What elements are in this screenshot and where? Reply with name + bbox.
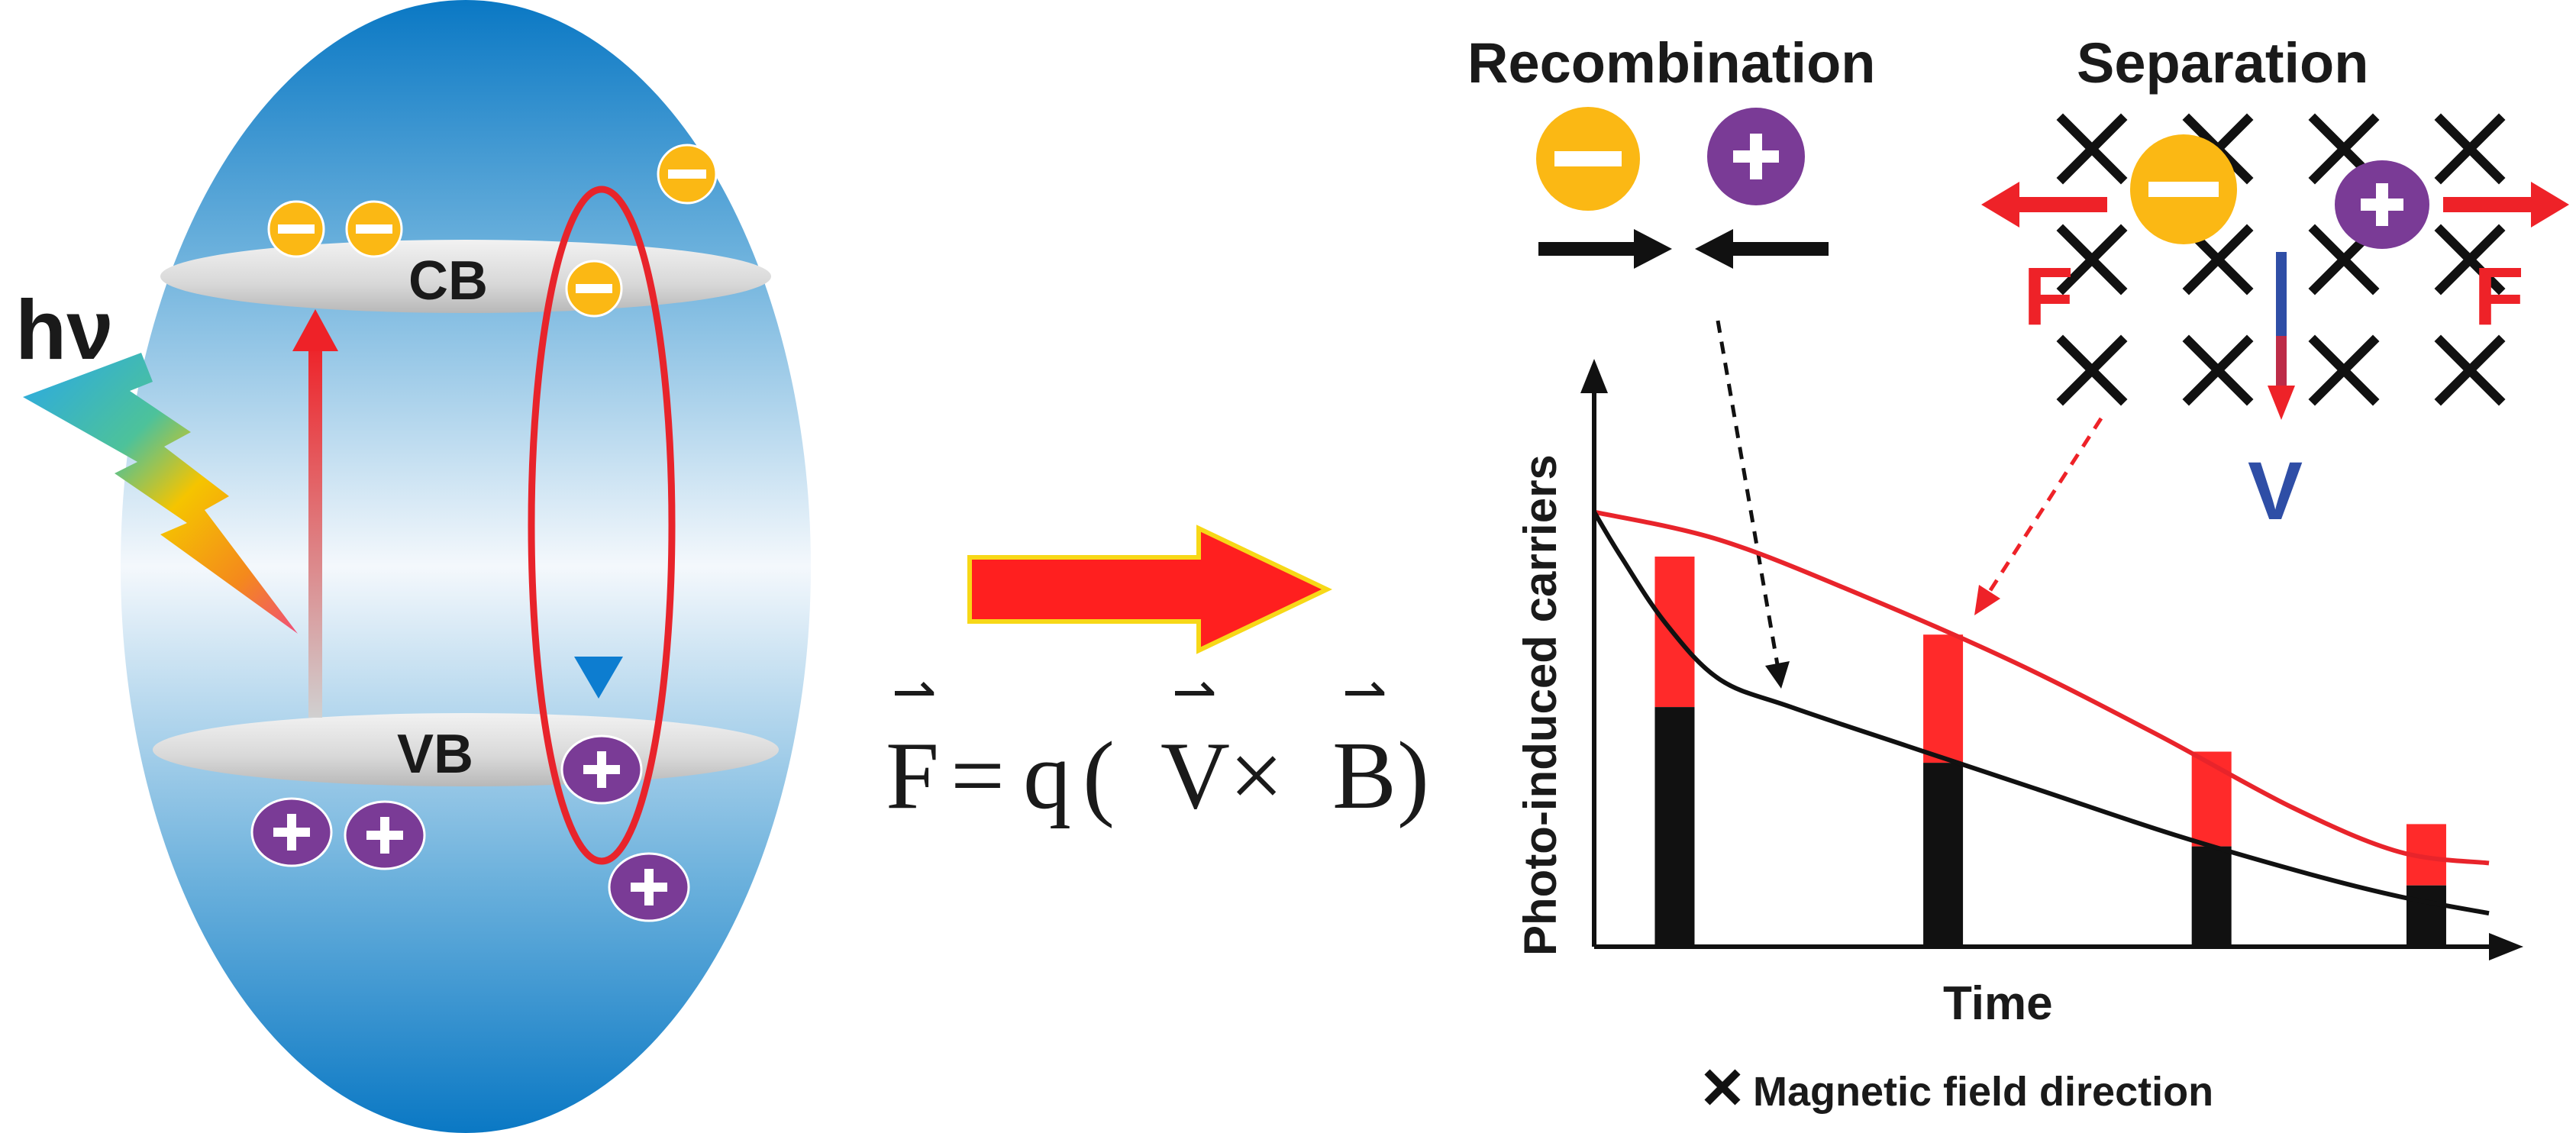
carrier-decay-chart: Photo-induced carriers Time	[1515, 359, 2523, 1030]
light-label: hν	[15, 283, 113, 377]
electron	[345, 200, 403, 258]
separation-title: Separation	[2077, 31, 2368, 95]
bar-black-segment	[1923, 763, 1964, 947]
x-stroke	[2056, 334, 2128, 406]
x-stroke	[2056, 224, 2128, 295]
bar-black-segment	[2191, 846, 2232, 947]
eq-symbol-q: q	[1023, 723, 1071, 829]
x-axis-label: Time	[1943, 977, 2053, 1030]
hole	[250, 797, 333, 867]
vector-arrow: ⇀	[892, 663, 937, 722]
recombination-title: Recombination	[1467, 31, 1875, 95]
magnetic-field-x-mark	[2056, 334, 2128, 406]
force-label-right: F	[2474, 250, 2524, 342]
magnetic-field-x-mark	[2056, 224, 2128, 295]
eq-symbol-lparen: (	[1083, 723, 1115, 829]
magnetic-field-x-mark	[2434, 113, 2506, 185]
vector-arrow: ⇀	[1172, 663, 1217, 722]
x-axis-arrowhead	[2489, 933, 2523, 960]
x-stroke	[2308, 113, 2380, 185]
x-stroke	[2434, 334, 2506, 406]
big-red-arrow	[967, 525, 1332, 654]
attraction-arrow	[1695, 229, 1829, 269]
electron	[267, 200, 325, 258]
bar-black-segment	[1654, 707, 1695, 947]
eq-symbol-v: V	[1160, 723, 1230, 829]
velocity-label: V	[2248, 444, 2303, 537]
separation-pointer-arrow	[1983, 417, 2103, 600]
magnetic-field-legend: Magnetic field direction	[1704, 1069, 2213, 1115]
x-stroke	[2308, 334, 2380, 406]
magnetic-field-x-mark	[2182, 334, 2254, 406]
hole	[344, 800, 426, 870]
x-stroke	[2434, 224, 2506, 295]
y-axis-label: Photo-induced carriers	[1515, 454, 1566, 956]
magnetic-field-grid	[2056, 113, 2506, 406]
force-arrow	[2443, 182, 2569, 228]
cb-label: CB	[408, 250, 488, 311]
y-axis-arrowhead	[1580, 359, 1608, 393]
eq-symbol-f: F	[886, 723, 939, 829]
magnetic-field-x-mark	[2308, 334, 2380, 406]
magnetic-field-x-mark	[2434, 224, 2506, 295]
force-arrow	[1981, 182, 2107, 228]
vector-arrow: ⇀	[1342, 663, 1387, 722]
separation-panel: Separation F F V	[1981, 31, 2569, 537]
recombination-pointer-arrow	[1716, 320, 1781, 674]
eq-symbol-times: ×	[1229, 723, 1283, 829]
magnetic-field-x-mark	[2056, 113, 2128, 185]
band-diagram: CB VB hν	[15, 0, 811, 1133]
bar-red-segment	[1923, 634, 1964, 763]
vb-label: VB	[397, 724, 473, 785]
light-bolt-icon	[23, 353, 298, 634]
eq-symbol-rparen: )	[1397, 723, 1429, 829]
velocity-arrow	[2268, 252, 2295, 420]
relaxation-arrow	[574, 328, 623, 699]
x-stroke	[2434, 113, 2506, 185]
x-stroke	[2182, 224, 2254, 295]
eq-symbol-equals: =	[951, 723, 1005, 829]
series-line-black	[1592, 511, 2490, 916]
series-line-red	[1593, 509, 2490, 866]
hole	[1707, 108, 1805, 205]
legend-text: Magnetic field direction	[1753, 1069, 2213, 1115]
electron	[565, 260, 623, 318]
hole	[608, 852, 690, 922]
lorentz-force-equation: ⇀ ⇀ ⇀ F = q ( V × B )	[886, 663, 1429, 829]
eq-symbol-b: B	[1332, 723, 1396, 829]
magnetic-field-x-mark	[2434, 334, 2506, 406]
excitation-arrow	[292, 309, 338, 718]
x-stroke	[2182, 334, 2254, 406]
hole	[560, 734, 643, 805]
chart-plot-area	[1592, 509, 2490, 947]
recombination-pathway-outline	[528, 186, 676, 865]
attraction-arrow	[1538, 229, 1672, 269]
recombination-pointer-head	[1765, 661, 1790, 689]
x-stroke	[2056, 113, 2128, 185]
hole	[2335, 160, 2429, 249]
electron	[1536, 107, 1640, 211]
recombination-panel: Recombination	[1467, 31, 1875, 269]
bar-black-segment	[2406, 885, 2446, 947]
separation-pointer-head	[1974, 585, 2000, 615]
bar-red-segment	[2191, 751, 2232, 847]
magnetic-field-x-icon	[1704, 1069, 1741, 1106]
force-label-left: F	[2023, 250, 2074, 342]
electron	[657, 144, 718, 205]
electron	[2130, 134, 2237, 244]
